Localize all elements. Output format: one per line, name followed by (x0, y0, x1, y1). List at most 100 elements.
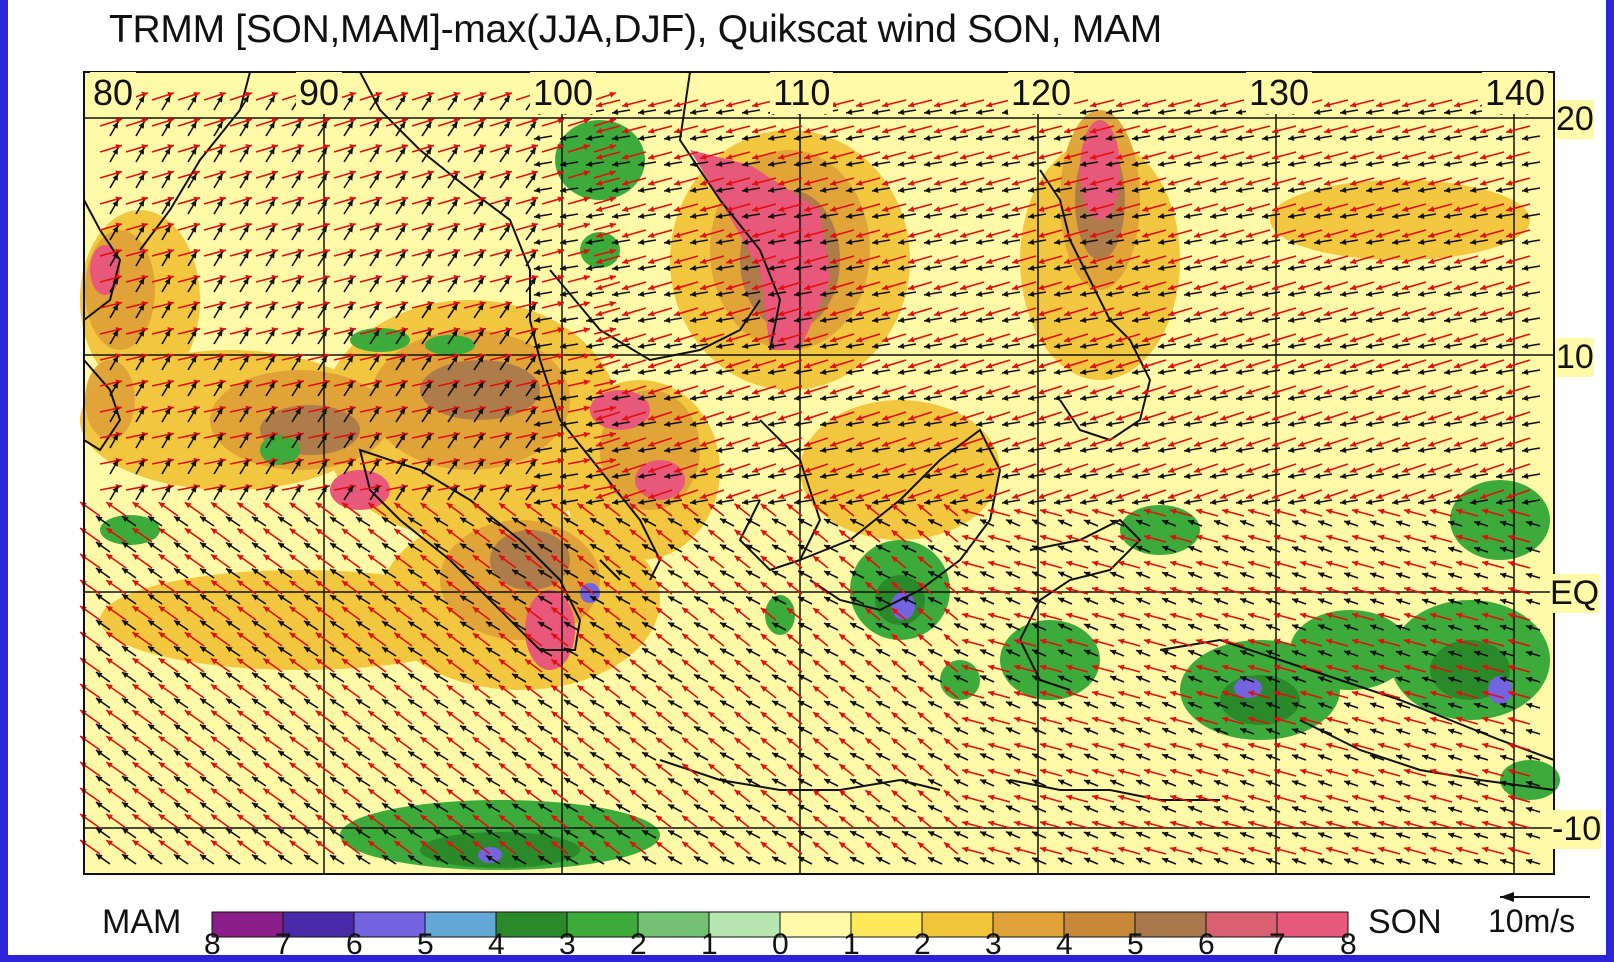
wind-arrowhead (1470, 187, 1477, 193)
wind-arrowhead (1090, 153, 1097, 160)
wind-arrowhead (164, 252, 171, 259)
wind-arrowhead (531, 196, 538, 203)
wind-arrowhead (856, 336, 863, 343)
wind-arrowhead (596, 258, 603, 265)
wind-arrowhead (690, 187, 697, 193)
wind-arrowhead (752, 284, 759, 291)
wind-arrowhead (477, 174, 484, 181)
wind-arrowhead (674, 336, 681, 343)
wind-arrowhead (479, 118, 486, 124)
wind-arrowhead (1028, 135, 1035, 141)
wind-arrowhead (804, 232, 811, 239)
wind-arrowhead (425, 200, 432, 207)
wind-arrowhead (216, 252, 223, 259)
wind-arrowhead (216, 226, 223, 233)
wind-arrowhead (1418, 317, 1425, 323)
wind-arrowhead (1028, 187, 1035, 193)
wind-arrowhead (1392, 109, 1399, 115)
wind-arrowhead (950, 343, 957, 349)
wind-arrowhead (1418, 239, 1425, 245)
wind-arrowhead (503, 278, 510, 285)
wind-arrowhead (716, 291, 723, 297)
wind-arrowhead (1298, 206, 1305, 212)
wind-arrowhead (1262, 265, 1269, 271)
wind-arrowhead (583, 353, 590, 360)
wind-arrowhead (908, 206, 915, 212)
wind-arrowhead (596, 180, 603, 186)
wind-arrowhead (934, 232, 941, 239)
wind-arrowhead (1194, 127, 1201, 134)
wind-arrowhead (960, 284, 967, 291)
wind-arrowhead (1158, 317, 1165, 323)
wind-arrowhead (856, 180, 863, 186)
wind-arrowhead (219, 196, 226, 203)
wind-arrowhead (138, 148, 145, 155)
wind-arrowhead (872, 135, 879, 141)
wind-arrowhead (768, 161, 775, 167)
wind-arrowhead (934, 336, 941, 343)
wind-arrowhead (716, 161, 723, 167)
wind-arrowhead (138, 200, 145, 207)
wind-arrowhead (1012, 284, 1019, 291)
wind-arrowhead (1116, 206, 1123, 212)
wind-arrowhead (1116, 284, 1123, 291)
wind-arrowhead (375, 118, 382, 124)
wind-arrowhead (586, 291, 593, 297)
wind-arrowhead (596, 362, 603, 369)
wind-arrowhead (557, 248, 564, 255)
wind-arrowhead (1002, 291, 1009, 297)
wind-arrowhead (674, 206, 681, 212)
wind-arrowhead (1366, 187, 1373, 193)
wind-arrowhead (242, 122, 249, 129)
wind-arrowhead (271, 91, 278, 98)
wind-arrowhead (924, 265, 931, 271)
wind-arrowhead (534, 369, 541, 375)
wind-arrowhead (453, 91, 460, 98)
wind-arrowhead (612, 187, 619, 193)
wind-arrowhead (321, 148, 327, 155)
wind-arrowhead (976, 369, 983, 375)
wind-arrowhead (1116, 153, 1123, 160)
wind-arrowhead (648, 284, 655, 291)
wind-arrowhead (1480, 336, 1487, 343)
wind-arrowhead (794, 187, 801, 193)
wind-arrowhead (1418, 213, 1425, 219)
wind-arrowhead (1168, 101, 1175, 108)
wind-arrowhead (794, 291, 801, 297)
wind-arrowhead (820, 317, 827, 323)
wind-arrowhead (560, 161, 567, 167)
wind-arrowhead (534, 265, 541, 271)
wind-arrowhead (1090, 362, 1097, 369)
wind-arrowhead (583, 222, 590, 229)
wind-arrowhead (1210, 343, 1217, 349)
wind-arrowhead (297, 222, 304, 229)
wind-arrowhead (846, 369, 853, 375)
wind-arrowhead (1340, 161, 1347, 167)
wind-arrowhead (503, 122, 510, 129)
wind-arrowhead (986, 153, 993, 160)
wind-arrowhead (674, 180, 681, 186)
wind-arrowhead (503, 148, 510, 155)
wind-arrowhead (1220, 153, 1227, 160)
wind-arrowhead (1054, 343, 1061, 349)
wind-arrowhead (898, 317, 905, 323)
wind-arrowhead (477, 96, 484, 103)
wind-arrowhead (596, 127, 603, 134)
wind-arrowhead (1054, 369, 1061, 375)
wind-arrowhead (164, 278, 171, 285)
wind-arrowhead (1444, 343, 1451, 349)
wind-arrowhead (1116, 127, 1123, 134)
wind-arrowhead (742, 265, 749, 271)
wind-arrowhead (898, 265, 905, 271)
wind-arrowhead (934, 284, 941, 291)
wind-arrowhead (1236, 239, 1243, 245)
wind-arrowhead (193, 144, 200, 150)
wind-arrowhead (529, 122, 536, 129)
wind-arrowhead (1106, 109, 1113, 115)
wind-arrowhead (898, 369, 905, 375)
wind-arrowhead (1002, 109, 1009, 115)
wind-arrowhead (1236, 291, 1243, 297)
wind-arrowhead (245, 91, 252, 98)
wind-arrowhead (164, 200, 171, 207)
wind-arrowhead (612, 369, 619, 375)
